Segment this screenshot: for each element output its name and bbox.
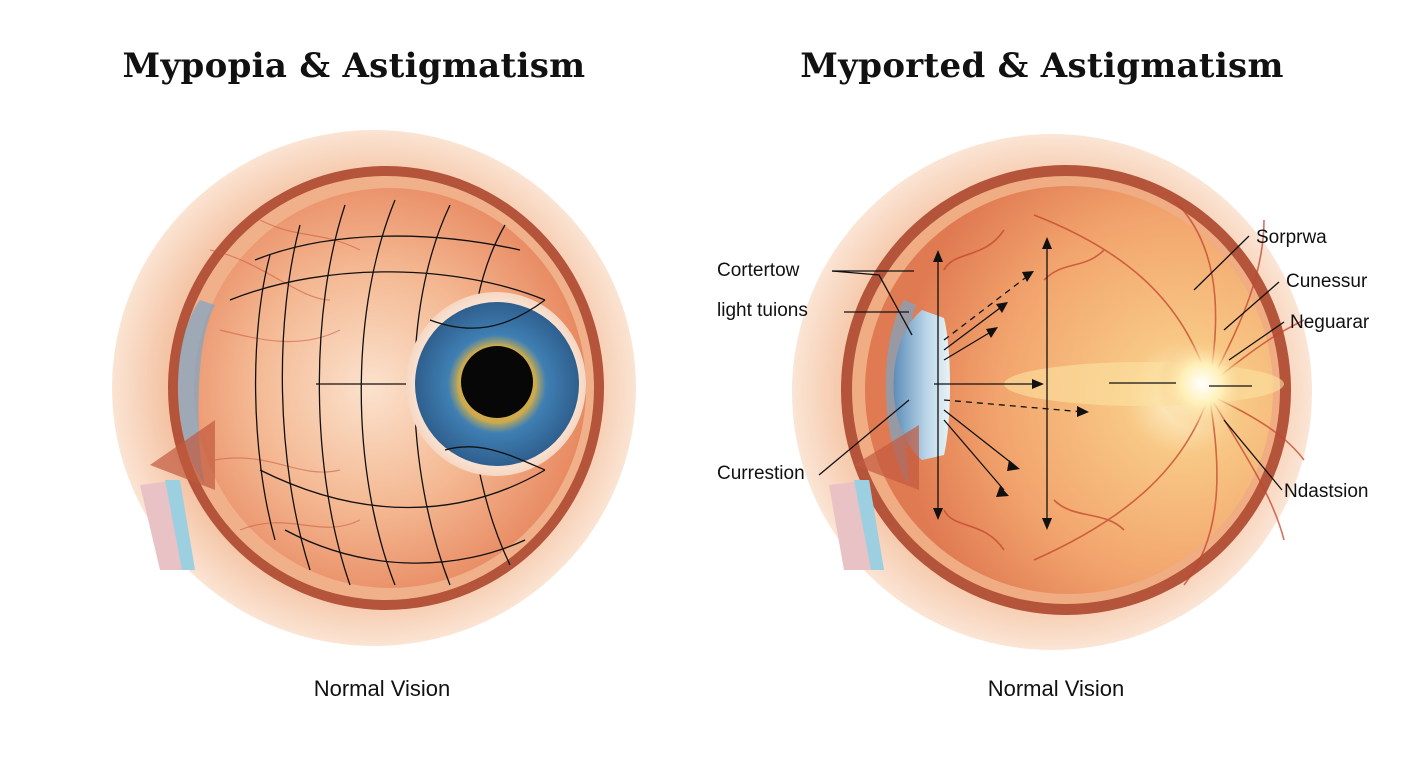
veins <box>209 219 361 531</box>
label-currestion: Currestion <box>717 463 805 484</box>
label-neguarar: Neguarar <box>1290 312 1370 333</box>
label-cortertow: Cortertow <box>717 260 800 281</box>
eyeball <box>194 188 586 588</box>
left-eye-illustration <box>112 130 636 646</box>
label-cunessur: Cunessur <box>1286 271 1368 292</box>
arrowheads <box>933 237 1089 530</box>
left-title: Mypopia & Astigmatism <box>122 46 586 86</box>
left-panel: Mypopia & Astigmatism <box>112 46 636 701</box>
right-panel: Myported & Astigmatism <box>704 0 1408 768</box>
right-title: Myported & Astigmatism <box>800 46 1284 86</box>
lens <box>893 310 950 460</box>
label-sorprwa: Sorprwa <box>1256 227 1327 248</box>
right-caption: Normal Vision <box>987 676 1125 701</box>
right-eye-illustration <box>792 134 1312 650</box>
cornea <box>178 300 215 485</box>
pupil <box>461 346 533 418</box>
optic-disc <box>1156 338 1248 430</box>
left-caption: Normal Vision <box>313 676 451 701</box>
light-rays <box>818 235 1285 525</box>
label-ndastsion: Ndastsion <box>1284 481 1369 502</box>
label-light-tuions: light tuions <box>717 300 808 321</box>
